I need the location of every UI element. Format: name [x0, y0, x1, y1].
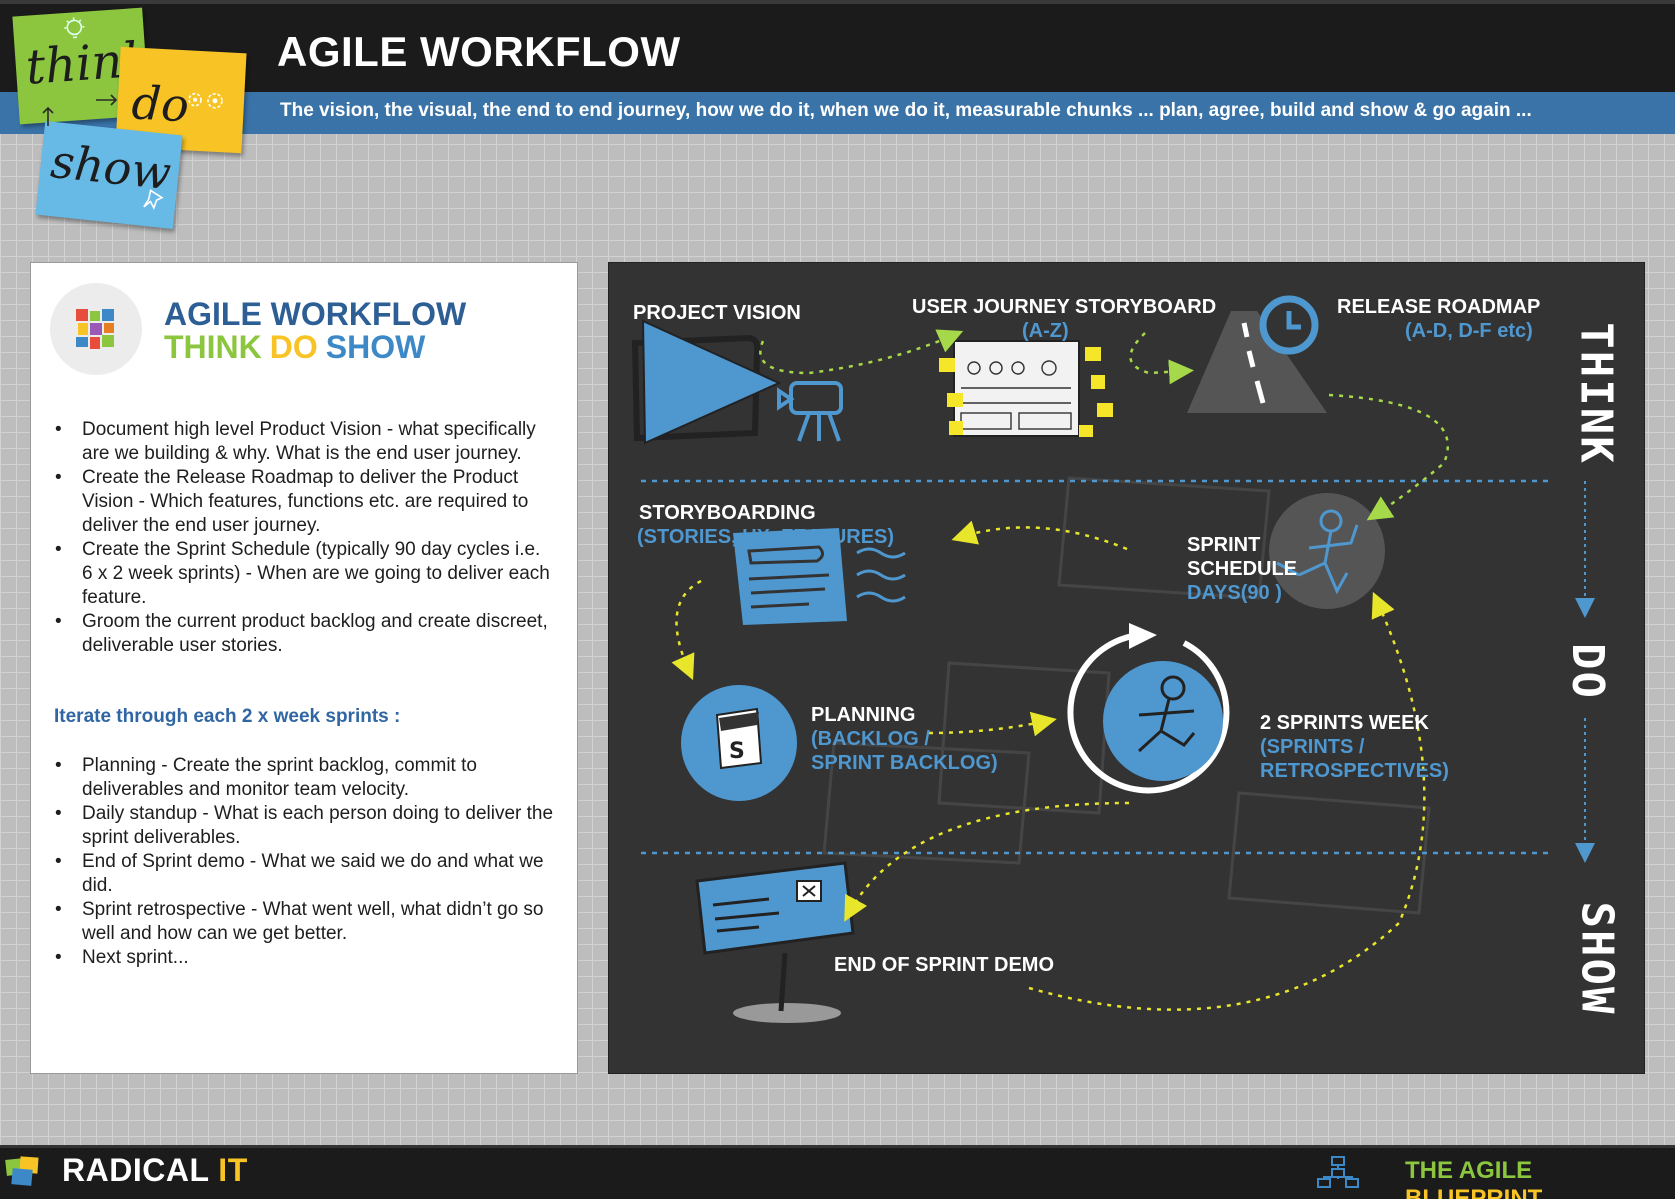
mosaic-icon: [76, 309, 114, 349]
footer-tagline: THE AGILE BLUEPRINT: [1405, 1157, 1675, 1199]
subtitle-band: [0, 92, 1675, 134]
label-2-sprints-week-sub: (SPRINTS / RETROSPECTIVES): [1260, 736, 1449, 782]
storyboard-icon: [939, 340, 1113, 437]
runner-icon: [1269, 493, 1385, 609]
page-subtitle: The vision, the visual, the end to end j…: [280, 100, 1532, 121]
notes-icon: [733, 528, 906, 625]
workflow-diagram: S PROJE: [608, 262, 1645, 1074]
label-storyboarding-sub: (STORIES, UX, FEATURES): [637, 526, 895, 548]
sticky-note-show: show: [35, 121, 183, 229]
label-user-journey: USER JOURNEY STORYBOARD: [912, 296, 1217, 318]
page-title: AGILE WORKFLOW: [277, 28, 681, 75]
panel-title: AGILE WORKFLOW: [164, 296, 467, 332]
flow-arrow-demo-to-schedule: [1028, 591, 1426, 1011]
list-item: Next sprint...: [55, 946, 555, 970]
side-label-think: THINK: [1570, 322, 1622, 465]
panel-subtitle-think: THINK: [164, 329, 262, 365]
clock-icon: [1259, 295, 1319, 355]
cycle-arrow-icon: [1067, 623, 1230, 794]
diagram-graphics: S: [631, 295, 1595, 1023]
logo-flow-arrows: [42, 94, 118, 126]
flow-arrow-roadmap-to-schedule: [1328, 393, 1450, 521]
radical-logo-icon: [5, 1156, 39, 1186]
label-planning-sub: (BACKLOG / SPRINT BACKLOG): [811, 728, 998, 774]
label-2-sprints-week: 2 SPRINTS WEEK: [1260, 712, 1429, 734]
projector-icon: [631, 319, 782, 445]
label-sprint-schedule-sub: DAYS(90 ): [1187, 582, 1282, 604]
flow-arrow-schedule-to-storyboarding: [951, 520, 1128, 551]
list-item: Daily standup - What is each person doin…: [55, 802, 555, 850]
list-item: Sprint retrospective - What went well, w…: [55, 898, 555, 946]
label-project-vision: PROJECT VISION: [633, 302, 801, 324]
label-release-roadmap-sub: (A-D, D-F etc): [1405, 320, 1533, 342]
label-storyboarding: STORYBOARDING: [639, 502, 816, 524]
panel-subtitle-do: DO: [269, 329, 318, 365]
pin-icon: [143, 189, 164, 210]
camera-icon: [777, 381, 843, 442]
label-sprint-schedule: SPRINT SCHEDULE: [1187, 534, 1298, 580]
demo-sign-icon: [695, 861, 855, 1023]
hierarchy-icon: [1317, 1156, 1359, 1188]
flow-arrow-planning-to-sprints: [928, 711, 1057, 737]
list-item: Planning - Create the sprint backlog, co…: [55, 754, 555, 802]
lightbulb-icon: [64, 17, 85, 39]
list-item: Create the Sprint Schedule (typically 90…: [55, 538, 555, 610]
header-bar: [0, 0, 1675, 92]
side-label-show: SHOW: [1571, 901, 1623, 1016]
side-label-do: DO: [1561, 643, 1613, 700]
list-item: Create the Release Roadmap to deliver th…: [55, 466, 555, 538]
iterate-heading: Iterate through each 2 x week sprints :: [54, 706, 401, 727]
label-release-roadmap: RELEASE ROADMAP: [1337, 296, 1541, 318]
footer-brand-accent: IT: [218, 1152, 248, 1188]
flow-arrow-storyboarding-to-planning: [671, 579, 702, 681]
gears-icon: [188, 92, 223, 109]
list-item: End of Sprint demo - What we said we do …: [55, 850, 555, 898]
background-sketch: [822, 476, 1431, 915]
label-planning: PLANNING: [811, 704, 916, 726]
svg-text:S: S: [729, 739, 745, 764]
panel-subtitle-show: SHOW: [325, 329, 426, 365]
footer-tagline-a: THE AGILE: [1405, 1157, 1533, 1184]
footer-bar: [0, 1145, 1675, 1199]
flow-arrow-sprints-to-demo: [844, 801, 1130, 922]
footer-brand-name: RADICAL: [62, 1152, 209, 1188]
list-item: Groom the current product backlog and cr…: [55, 610, 555, 658]
flow-arrow-vision-to-storyboard: [759, 329, 964, 375]
workflow-steps-list: Document high level Product Vision - wha…: [55, 418, 555, 658]
sprint-steps-list: Planning - Create the sprint backlog, co…: [55, 754, 555, 970]
label-user-journey-sub: (A-Z): [1022, 320, 1069, 342]
flow-arrow-storyboard-to-roadmap: [1129, 332, 1194, 385]
footer-brand: RADICAL IT: [62, 1152, 248, 1189]
sticky-note-do: do: [115, 46, 247, 154]
sticky-note-think: think: [12, 7, 153, 125]
backlog-icon: S: [681, 685, 797, 801]
list-item: Document high level Product Vision - wha…: [55, 418, 555, 466]
road-icon: [1187, 311, 1327, 413]
footer-tagline-b: BLUEPRINT: [1405, 1185, 1543, 1199]
label-end-of-sprint-demo: END OF SPRINT DEMO: [834, 954, 1055, 976]
panel-logo-badge: [50, 283, 142, 375]
